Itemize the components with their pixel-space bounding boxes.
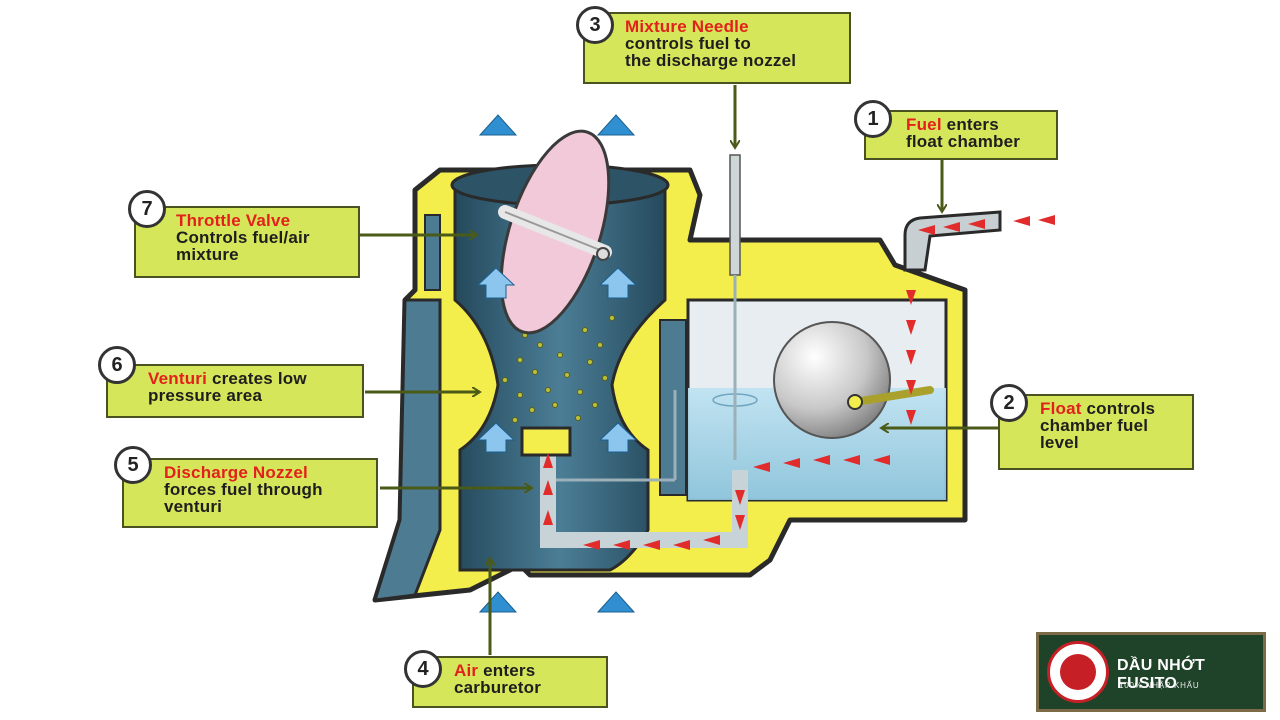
callout-5-line3: venturi xyxy=(164,497,223,516)
mixture-needle xyxy=(729,154,741,460)
callout-6-line1: creates low xyxy=(207,369,307,388)
float-chamber xyxy=(659,298,948,502)
callout-float: Float controls chamber fuel level xyxy=(998,394,1194,470)
brand-badge: DẦU NHỚT FUSITO 100% NHẬP KHẨU xyxy=(1036,632,1266,712)
callout-1-line2: float chamber xyxy=(906,132,1021,151)
callout-venturi: Venturi creates low pressure area xyxy=(106,364,364,418)
brand-subtitle: 100% NHẬP KHẨU xyxy=(1119,681,1200,690)
callout-6-number: 6 xyxy=(98,346,136,384)
callout-throttle-valve: Throttle Valve Controls fuel/air mixture xyxy=(134,206,360,278)
callout-7-line2: Controls fuel/air xyxy=(176,228,310,247)
callout-3-line2: controls fuel to xyxy=(625,34,751,53)
callout-7-highlight: Throttle Valve xyxy=(176,211,291,230)
callout-2-line2: chamber fuel xyxy=(1040,416,1149,435)
fusito-logo xyxy=(1047,641,1109,703)
callout-1-number: 1 xyxy=(854,100,892,138)
brand-title: DẦU NHỚT FUSITO xyxy=(1117,657,1206,692)
fuel-inlet-pipe xyxy=(903,210,1002,272)
callout-mixture-needle: Mixture Needle controls fuel to the disc… xyxy=(583,12,851,84)
callout-discharge-nozzel: Discharge Nozzel forces fuel through ven… xyxy=(122,458,378,528)
callout-3-highlight: Mixture Needle xyxy=(625,17,749,36)
callout-2-number: 2 xyxy=(990,384,1028,422)
callout-3-line3: the discharge nozzel xyxy=(625,51,797,70)
callout-1-highlight: Fuel xyxy=(906,115,942,134)
callout-4-line1: enters xyxy=(478,661,536,680)
throttle-plate xyxy=(498,129,612,335)
callout-2-line3: level xyxy=(1040,433,1079,452)
callout-2-line1: controls xyxy=(1081,399,1156,418)
callout-fuel-enters: Fuel enters float chamber xyxy=(864,110,1058,160)
leader-lines xyxy=(360,85,998,655)
callout-4-highlight: Air xyxy=(454,661,479,680)
callout-5-number: 5 xyxy=(114,446,152,484)
callout-3-number: 3 xyxy=(576,6,614,44)
callout-2-highlight: Float xyxy=(1040,399,1082,418)
callout-7-line3: mixture xyxy=(176,245,239,264)
callout-1-line1: enters xyxy=(941,115,999,134)
callout-4-line2: carburetor xyxy=(454,678,542,697)
fuel-flow-arrows xyxy=(543,215,1055,550)
air-flow-arrows xyxy=(476,114,638,613)
callout-4-number: 4 xyxy=(404,650,442,688)
callout-6-line2: pressure area xyxy=(148,386,263,405)
logo-emblem-icon xyxy=(1060,654,1096,690)
callout-7-number: 7 xyxy=(128,190,166,228)
callout-6-highlight: Venturi xyxy=(148,369,208,388)
callout-5-highlight: Discharge Nozzel xyxy=(164,463,308,482)
callout-5-line2: forces fuel through xyxy=(164,480,323,499)
float-ball xyxy=(773,321,934,439)
